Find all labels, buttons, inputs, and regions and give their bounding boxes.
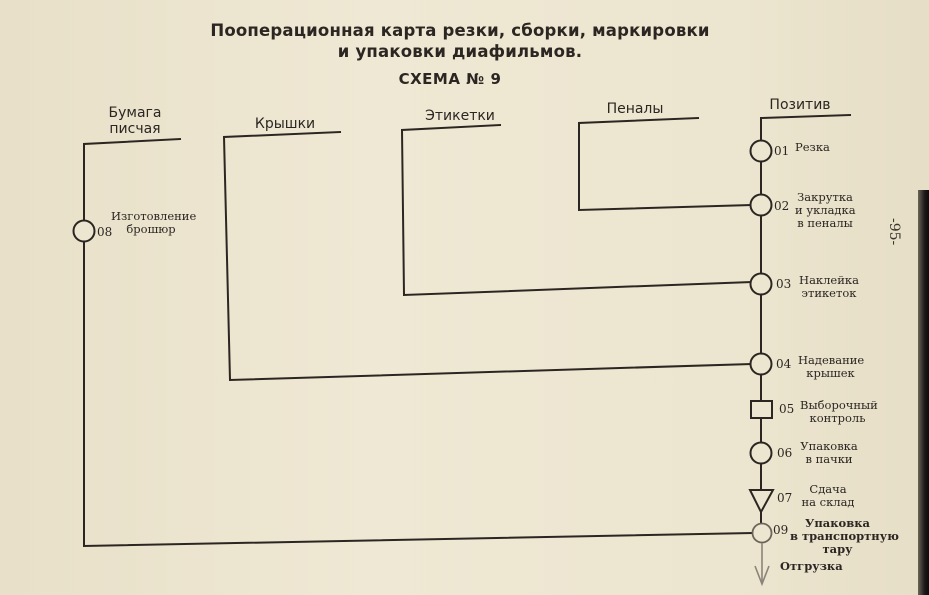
diagram-title: Пооперационная карта резки, сборки, марк… <box>180 20 740 62</box>
op-03-line1: Наклейка <box>799 273 859 287</box>
op-09-line3: тару <box>822 542 853 556</box>
op-02-code: 02 <box>774 199 790 213</box>
op-05-line2: контроль <box>809 411 866 425</box>
lids-flow-line <box>222 130 753 382</box>
source-labels-label: Этикетки <box>425 108 495 124</box>
op-06-line1: Упаковка <box>800 439 858 453</box>
op-01-line1: Резка <box>795 140 830 154</box>
source-positive-label: Позитив <box>769 97 831 113</box>
op-01-code: 01 <box>774 144 790 158</box>
op-03-line2: этикеток <box>801 286 857 300</box>
op-07-triangle-icon <box>748 489 775 515</box>
cases-flow-line <box>578 116 753 212</box>
op-06-circle-icon <box>749 441 773 465</box>
op-01-label: Резка <box>795 141 830 154</box>
op-09-circle-icon <box>751 522 773 544</box>
op-08-label: Изготовление брошюр <box>111 209 197 236</box>
op-04-label: Надевание крышек <box>798 353 865 380</box>
op-05-line1: Выборочный <box>800 398 878 412</box>
source-paper-label: Бумага писчая <box>95 105 175 137</box>
op-06-label: Упаковка в пачки <box>800 440 858 466</box>
op-04-line2: крышек <box>806 366 855 380</box>
op-01-circle-icon <box>749 139 773 163</box>
op-03-label: Наклейка этикеток <box>798 274 860 300</box>
source-paper-line2: писчая <box>109 121 161 137</box>
source-cases-label: Пеналы <box>606 101 664 117</box>
source-paper-line1: Бумага <box>108 105 162 121</box>
op-05-label: Выборочный контроль <box>800 398 878 425</box>
op-06-line2: в пачки <box>805 452 853 466</box>
op-02-label: Закрутка и укладка в пеналы <box>795 190 856 230</box>
op-08-circle-icon <box>72 219 96 243</box>
op-09-line1: Упаковка <box>805 516 870 530</box>
op-04-circle-icon <box>749 352 773 376</box>
op-08-code: 08 <box>97 225 113 239</box>
op-07-line2: на склад <box>801 495 855 509</box>
op-02-circle-icon <box>749 193 773 217</box>
op-02-line3: в пеналы <box>797 216 853 230</box>
title-line-2: и упаковки диафильмов. <box>337 42 583 61</box>
shipment-arrow-icon <box>754 543 770 587</box>
op-07-line1: Сдача <box>809 482 847 496</box>
op-05-code: 05 <box>779 402 795 416</box>
op-03-circle-icon <box>749 272 773 296</box>
positive-top-line <box>760 113 852 141</box>
op-09-code: 09 <box>773 523 789 537</box>
op-09-line2: в транспортную <box>790 529 899 543</box>
op-03-code: 03 <box>776 277 792 291</box>
op-08-line2: брошюр <box>126 222 176 236</box>
op-04-code: 04 <box>776 357 792 371</box>
op-05-square-icon <box>750 400 773 419</box>
source-lids-label: Крышки <box>254 116 316 132</box>
op-02-line2: и укладка <box>795 203 856 217</box>
op-07-code: 07 <box>777 491 793 505</box>
title-line-1: Пооперационная карта резки, сборки, марк… <box>210 21 710 40</box>
op-02-line1: Закрутка <box>797 190 853 204</box>
paper-flow-line <box>83 137 182 222</box>
page-number: -95- <box>886 218 902 246</box>
paper-flow-line-lower <box>83 240 754 548</box>
shipment-label: Отгрузка <box>780 559 843 573</box>
labels-flow-line <box>400 123 753 297</box>
op-04-line1: Надевание <box>798 353 865 367</box>
op-09-label: Упаковка в транспортную тару <box>790 516 899 556</box>
op-08-line1: Изготовление <box>111 209 197 223</box>
op-07-label: Сдача на склад <box>799 483 857 509</box>
scheme-number: СХЕМА № 9 <box>398 70 502 88</box>
page-edge-shadow <box>918 190 929 595</box>
op-06-code: 06 <box>777 446 793 460</box>
